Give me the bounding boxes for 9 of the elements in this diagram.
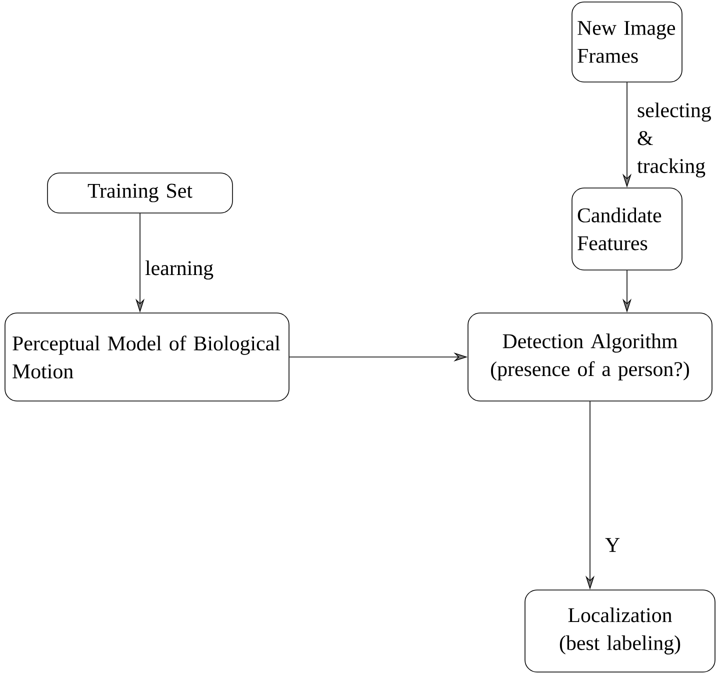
process-box: Candidate Features [572,188,682,270]
process-box: New Image Frames [572,2,682,82]
process-box: Training Set [47,172,233,214]
edge-label: Y [605,538,620,552]
process-box: Perceptual Model of Biological Motion [4,312,290,402]
edge-label: learning [145,260,214,280]
process-box: Localization (best labeling) [524,590,716,672]
edge-label: selecting & tracking [637,102,711,178]
process-box: Detection Algorithm (presence of a person?) [468,312,712,402]
